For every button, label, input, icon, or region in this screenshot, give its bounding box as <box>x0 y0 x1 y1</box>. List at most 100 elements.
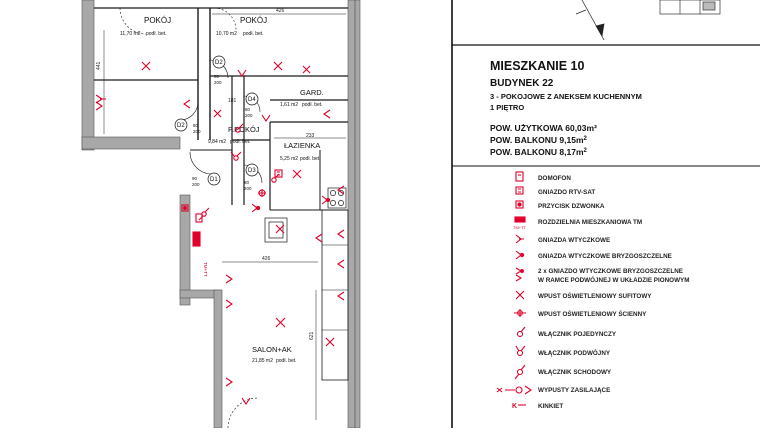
door-swing <box>179 101 199 121</box>
cooktop <box>327 187 347 209</box>
ceiling-light-outlet-icon <box>141 61 151 71</box>
svg-text:80: 80 <box>214 74 220 79</box>
room-label-pokoj-1: POKÓJ 11,70 m2 podł. bet. <box>120 16 171 37</box>
usable-area: POW. UŻYTKOWA 60,03m² <box>490 123 597 133</box>
legend-label: 2 x GNIAZDO WTYCZKOWE BRYZGOSZCZELNE <box>538 268 683 275</box>
svg-text:200: 200 <box>214 80 222 85</box>
floor-label: 1 PIĘTRO <box>490 103 524 112</box>
socket-icon <box>515 234 524 244</box>
svg-text:POKÓJ: POKÓJ <box>144 16 171 25</box>
door-tag: D2 80 200 <box>212 55 226 85</box>
legend-label: WŁĄCZNIK SCHODOWY <box>538 369 612 376</box>
apartment-title: MIESZKANIE 10 <box>490 59 585 73</box>
legend-label: GNIAZDO RTV-SAT <box>538 189 595 196</box>
salon-west-wall <box>213 289 223 429</box>
ceiling-light-outlet-icon <box>273 61 283 71</box>
socket-icon <box>337 291 345 301</box>
door-tags: D2 80 200 D2 80 200 D4 80 200 D3 80 200 … <box>174 55 259 191</box>
wall-light-outlet-icon <box>258 189 266 197</box>
svg-text:80: 80 <box>245 107 251 112</box>
svg-text:K: K <box>512 403 517 410</box>
svg-text:D2: D2 <box>215 60 223 66</box>
svg-text:podł. bet.: podł. bet. <box>302 102 323 108</box>
dimension-label: 426 <box>276 8 285 14</box>
floor-plan <box>81 0 361 429</box>
dimension-label: 426 <box>262 256 271 262</box>
tm-label: TM+TT <box>203 262 208 277</box>
svg-text:80: 80 <box>193 123 199 128</box>
door-tag: D1 90 200 <box>192 172 221 187</box>
svg-text:11,70 m2: 11,70 m2 <box>120 31 141 37</box>
ceiling-light-outlet-icon <box>302 65 311 74</box>
svg-text:1,61 m2: 1,61 m2 <box>280 102 298 108</box>
legend-label: GNIAZDA WTYCZKOWE <box>538 237 610 244</box>
room-label-gard: GARD. 1,61 m2 podł. bet. <box>280 88 324 108</box>
ceiling-light-outlet-icon <box>275 317 286 328</box>
power-outlets-icon <box>325 337 335 347</box>
room-label-pokoj-2: POKÓJ 10,70 m2 podł. bet. <box>216 16 267 37</box>
svg-text:5,25 m2: 5,25 m2 <box>280 156 298 162</box>
socket-icon <box>337 185 345 195</box>
splashproof-socket-icon <box>515 250 525 260</box>
svg-text:80: 80 <box>244 180 250 185</box>
svg-text:podł. bet.: podł. bet. <box>276 358 297 364</box>
svg-text:9,84 m2: 9,84 m2 <box>208 139 226 145</box>
socket-icon <box>323 109 331 119</box>
svg-text:P.POKÓJ: P.POKÓJ <box>228 125 260 134</box>
socket-icon <box>225 377 233 387</box>
dimension-label: 621 <box>309 331 315 340</box>
door-swing <box>119 7 147 35</box>
balcony-area-1: POW. BALKONU 9,15m2 <box>490 135 588 145</box>
doorbell-button-icon <box>515 200 524 209</box>
apartment-info: MIESZKANIE 10 BUDYNEK 22 3 - POKOJOWE Z … <box>490 59 642 157</box>
svg-text:90: 90 <box>192 176 198 181</box>
kitchen-sink <box>264 217 288 243</box>
distribution-board-icon <box>192 231 201 247</box>
socket-icon <box>95 94 106 104</box>
legend-label: W RAMCE PODWÓJNEJ W UKŁADZIE PIONOWYM <box>538 275 689 284</box>
dimension-labels: 426 441 181 233 426 621 <box>96 8 315 340</box>
socket-icon <box>337 229 345 239</box>
door-tag: D3 80 200 <box>244 163 259 191</box>
ceiling-light-outlet-icon <box>292 169 302 179</box>
socket-icon <box>225 274 233 284</box>
svg-text:21,85 m2: 21,85 m2 <box>252 358 273 364</box>
tv-sat-socket-icon <box>274 169 283 178</box>
double-splashproof-socket-icon <box>515 267 524 282</box>
east-wall <box>347 0 361 429</box>
ceiling-light-outlet-icon <box>515 290 525 300</box>
dimension-label: 441 <box>96 61 102 70</box>
intercom-icon <box>515 171 524 182</box>
single-switch-icon <box>235 123 244 133</box>
room-label-salon: SALON+AK 21,85 m2 podł. bet. <box>252 345 297 364</box>
socket-icon <box>315 233 323 243</box>
door-tag: D2 80 200 <box>174 118 201 134</box>
svg-text:SALON+AK: SALON+AK <box>252 345 292 354</box>
doorbell-button-icon <box>181 204 189 212</box>
svg-text:200: 200 <box>245 113 253 118</box>
svg-text:podł. bet.: podł. bet. <box>300 156 321 162</box>
plan-electrical-symbols <box>95 61 345 405</box>
svg-text:podł. bet.: podł. bet. <box>230 139 251 145</box>
door-swing <box>189 151 213 175</box>
double-switch-icon <box>515 345 526 357</box>
apartment-type: 3 - POKOJOWE Z ANEKSEM KUCHENNYM <box>490 92 642 101</box>
socket-icon <box>183 99 191 109</box>
wall-lamp-icon: K <box>512 403 526 410</box>
svg-text:D1: D1 <box>210 177 218 183</box>
west-wall-lower <box>81 136 181 150</box>
svg-text:D3: D3 <box>248 168 256 174</box>
legend-label: PRZYCISK DZWONKA <box>538 203 605 210</box>
orientation-key-icon <box>659 0 721 15</box>
ceiling-light-outlet-icon <box>275 224 285 234</box>
door-swing <box>213 7 237 31</box>
splashproof-socket-icon <box>251 203 261 213</box>
legend-label: ROZDZIELNIA MIESZKANIOWA TM <box>538 219 642 226</box>
svg-text:10,70 m2: 10,70 m2 <box>216 31 237 37</box>
legend-icons: TM+TT K <box>496 171 532 410</box>
legend-label: DOMOFON <box>538 175 571 182</box>
ceiling-light-outlet-icon <box>213 109 222 118</box>
door-tag: D4 80 200 <box>245 92 259 118</box>
